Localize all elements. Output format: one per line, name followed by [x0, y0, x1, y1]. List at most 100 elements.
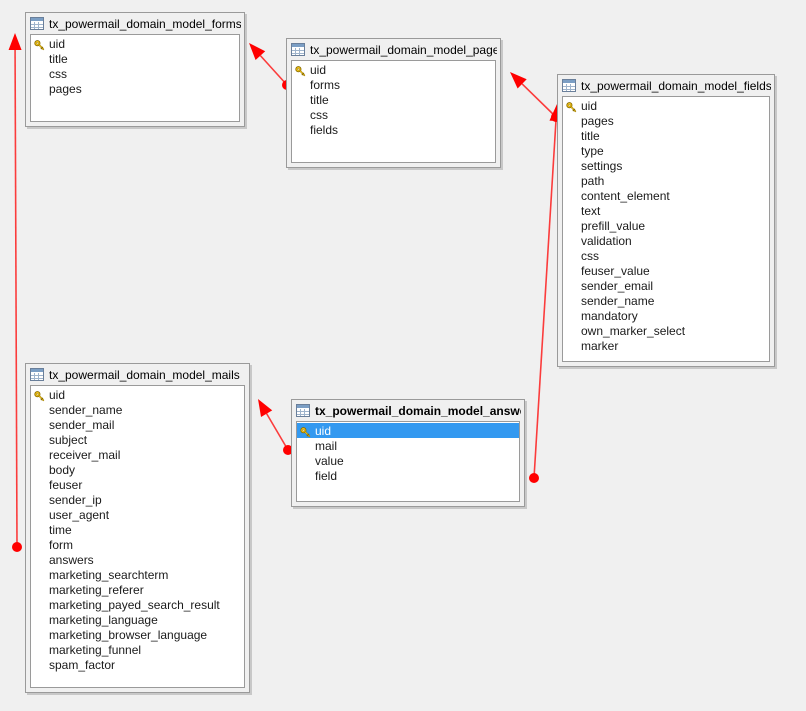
column-row[interactable]: uid [563, 98, 769, 113]
column-row[interactable]: body [31, 462, 244, 477]
column-row[interactable]: sender_name [31, 402, 244, 417]
column-icon-placeholder [300, 440, 311, 451]
column-row[interactable]: marketing_browser_language [31, 627, 244, 642]
column-name: marketing_language [49, 612, 158, 627]
column-icon-placeholder [566, 340, 577, 351]
column-name: sender_mail [49, 417, 115, 432]
column-row[interactable]: css [292, 107, 495, 122]
column-row[interactable]: type [563, 143, 769, 158]
column-name: subject [49, 432, 88, 447]
column-icon-placeholder [34, 83, 45, 94]
column-row[interactable]: uid [31, 387, 244, 402]
column-row[interactable]: text [563, 203, 769, 218]
column-icon-placeholder [566, 295, 577, 306]
column-row[interactable]: settings [563, 158, 769, 173]
column-row[interactable]: field [297, 468, 519, 483]
column-row[interactable]: answers [31, 552, 244, 567]
column-row[interactable]: uid [297, 423, 519, 438]
column-icon-placeholder [566, 280, 577, 291]
column-row[interactable]: prefill_value [563, 218, 769, 233]
column-row[interactable]: marketing_payed_search_result [31, 597, 244, 612]
column-row[interactable]: content_element [563, 188, 769, 203]
entity-header-answer[interactable]: tx_powermail_domain_model_answer [292, 400, 524, 421]
column-row[interactable]: form [31, 537, 244, 552]
column-icon-placeholder [34, 569, 45, 580]
primary-key-icon [34, 389, 45, 402]
column-row[interactable]: css [563, 248, 769, 263]
column-row[interactable]: fields [292, 122, 495, 137]
column-row[interactable]: own_marker_select [563, 323, 769, 338]
column-row[interactable]: mail [297, 438, 519, 453]
column-row[interactable]: value [297, 453, 519, 468]
entity-header-fields[interactable]: tx_powermail_domain_model_fields [558, 75, 774, 96]
column-name: forms [310, 77, 340, 92]
relation-arrowhead [510, 72, 527, 89]
entity-header-pages[interactable]: tx_powermail_domain_model_pages [287, 39, 500, 60]
column-name: pages [581, 113, 614, 128]
column-icon-placeholder [34, 629, 45, 640]
column-row[interactable]: feuser [31, 477, 244, 492]
column-icon-placeholder [34, 479, 45, 490]
column-row[interactable]: validation [563, 233, 769, 248]
relation-line [265, 413, 289, 451]
column-icon-placeholder [34, 419, 45, 430]
column-row[interactable]: receiver_mail [31, 447, 244, 462]
column-row[interactable]: sender_email [563, 278, 769, 293]
entity-header-forms[interactable]: tx_powermail_domain_model_forms [26, 13, 244, 34]
column-name: fields [310, 122, 339, 137]
column-row[interactable]: marketing_language [31, 612, 244, 627]
column-icon-placeholder [566, 145, 577, 156]
column-row[interactable]: uid [31, 36, 239, 51]
column-icon-placeholder [34, 584, 45, 595]
column-icon-placeholder [34, 449, 45, 460]
column-row[interactable]: path [563, 173, 769, 188]
column-row[interactable]: pages [563, 113, 769, 128]
column-row[interactable]: pages [31, 81, 239, 96]
column-row[interactable]: forms [292, 77, 495, 92]
column-row[interactable]: sender_mail [31, 417, 244, 432]
column-row[interactable]: title [563, 128, 769, 143]
column-row[interactable]: sender_name [563, 293, 769, 308]
entity-header-mails[interactable]: tx_powermail_domain_model_mails [26, 364, 249, 385]
table-grid-icon [296, 404, 310, 417]
column-icon-placeholder [566, 265, 577, 276]
column-row[interactable]: feuser_value [563, 263, 769, 278]
column-name: sender_name [581, 293, 655, 308]
column-name: css [310, 107, 328, 122]
column-row[interactable]: time [31, 522, 244, 537]
column-row[interactable]: title [292, 92, 495, 107]
column-row[interactable]: marketing_funnel [31, 642, 244, 657]
column-row[interactable]: uid [292, 62, 495, 77]
entity-title: tx_powermail_domain_model_fields [581, 78, 771, 93]
column-row[interactable]: title [31, 51, 239, 66]
column-name: mandatory [581, 308, 638, 323]
column-name: pages [49, 81, 82, 96]
column-row[interactable]: marker [563, 338, 769, 353]
column-row[interactable]: marketing_referer [31, 582, 244, 597]
column-name: title [310, 92, 329, 107]
column-name: validation [581, 233, 632, 248]
column-name: body [49, 462, 76, 477]
column-row[interactable]: mandatory [563, 308, 769, 323]
column-row[interactable]: sender_ip [31, 492, 244, 507]
column-row[interactable]: subject [31, 432, 244, 447]
column-row[interactable]: spam_factor [31, 657, 244, 672]
column-icon-placeholder [295, 124, 306, 135]
column-icon-placeholder [34, 524, 45, 535]
entity-title: tx_powermail_domain_model_mails [49, 367, 240, 382]
column-row[interactable]: css [31, 66, 239, 81]
column-icon-placeholder [34, 554, 45, 565]
column-row[interactable]: marketing_searchterm [31, 567, 244, 582]
column-icon-placeholder [34, 434, 45, 445]
relation-arrowhead [249, 43, 266, 60]
column-row[interactable]: user_agent [31, 507, 244, 522]
